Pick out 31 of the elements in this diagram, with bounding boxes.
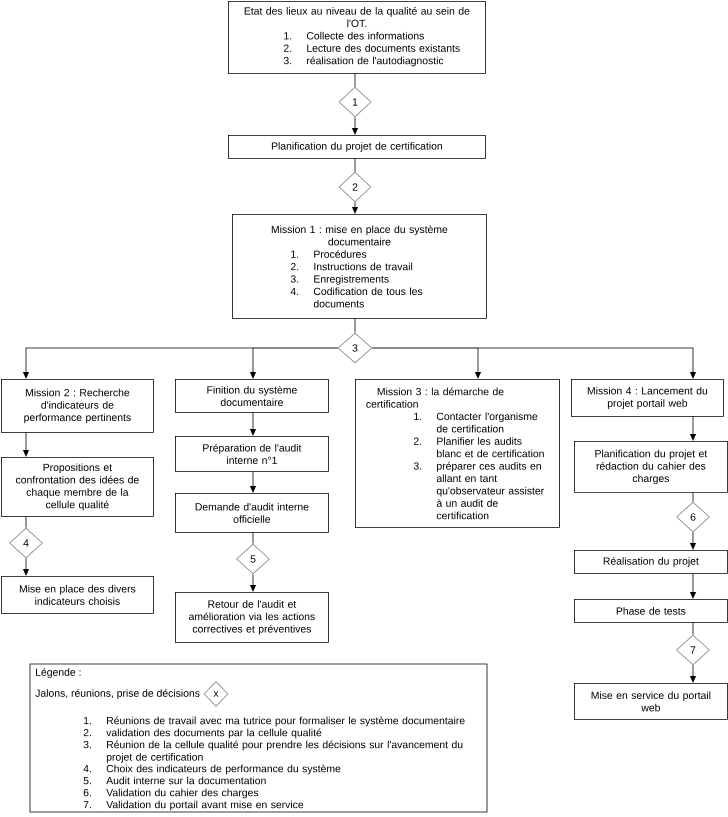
legend-item: 7. Validation du portail avant mise en service [84,800,304,810]
legend-item: 2. validation des documents par la cellule qualité [84,728,322,738]
process-box: Finition du système documentaire [175,379,329,413]
process-box: Demande d'audit interne officielle [175,493,329,533]
connector-line [692,622,694,635]
process-box: Phase de tests [574,599,728,623]
connector-line [354,158,356,172]
process-box: Mise en service du portail web [574,683,728,720]
process-box: Etat des lieux au niveau de la qualité au sein de l'OT. 1. Collecte des informations 2. Lecture des documents existants 3. réalisation de l'autodiagnostic [228,1,486,74]
process-box: Retour de l'audit et amélioration via les actions correctives et préventives [175,592,329,643]
legend-item: 4. Choix des indicateurs de performance du système [83,764,340,774]
process-box: Propositions et confrontation des idées de chaque membre de la cellule qualité [1,457,154,517]
connector-line [354,318,356,333]
connector-line [692,492,694,502]
process-box: Planification du projet et rédaction du cahier des charges [574,441,728,493]
process-box: Réalisation du projet [574,550,728,574]
connector-line [354,73,356,87]
legend-item: 6. Validation du cahier des charges [84,788,258,798]
process-box: Préparation de l'audit interne n°1 [175,436,329,472]
legend-item: 3. Réunion de la cellule qualité pour prendre les décisions sur l'avancement du projet de certification [84,740,462,763]
legend-title: Légende : [36,668,80,678]
process-box: Mission 1 : mise en place du système documentaire 1. Procédures 2. Instructions de travail 3. Enregistrements 4. Codification de tous les documents [232,214,487,319]
connector-line [252,532,254,544]
legend-item: 5. Audit interne sur la documentation [84,776,266,784]
process-box: Mission 2 : Recherche d'indicateurs de performance pertinents [1,379,154,433]
legend-item: 1. Réunions de travail avec ma tutrice pour formaliser le système documentaire [84,716,465,726]
process-box: Mission 3 : la démarche de certification 1. Contacter l'organisme de certification 2. Planifier les audits blanc et de certification 3. préparer ces audits en allant en tant qu'observateur assister à un audit de certification [355,379,560,528]
legend-label: Jalons, réunions, prise de décisions [35,689,200,699]
process-box: Mise en place des divers indicateurs choisis [1,576,154,614]
process-box: Mission 4 : Lancement du projet portail web [571,379,724,417]
process-box: Planification du projet de certification [228,135,486,159]
